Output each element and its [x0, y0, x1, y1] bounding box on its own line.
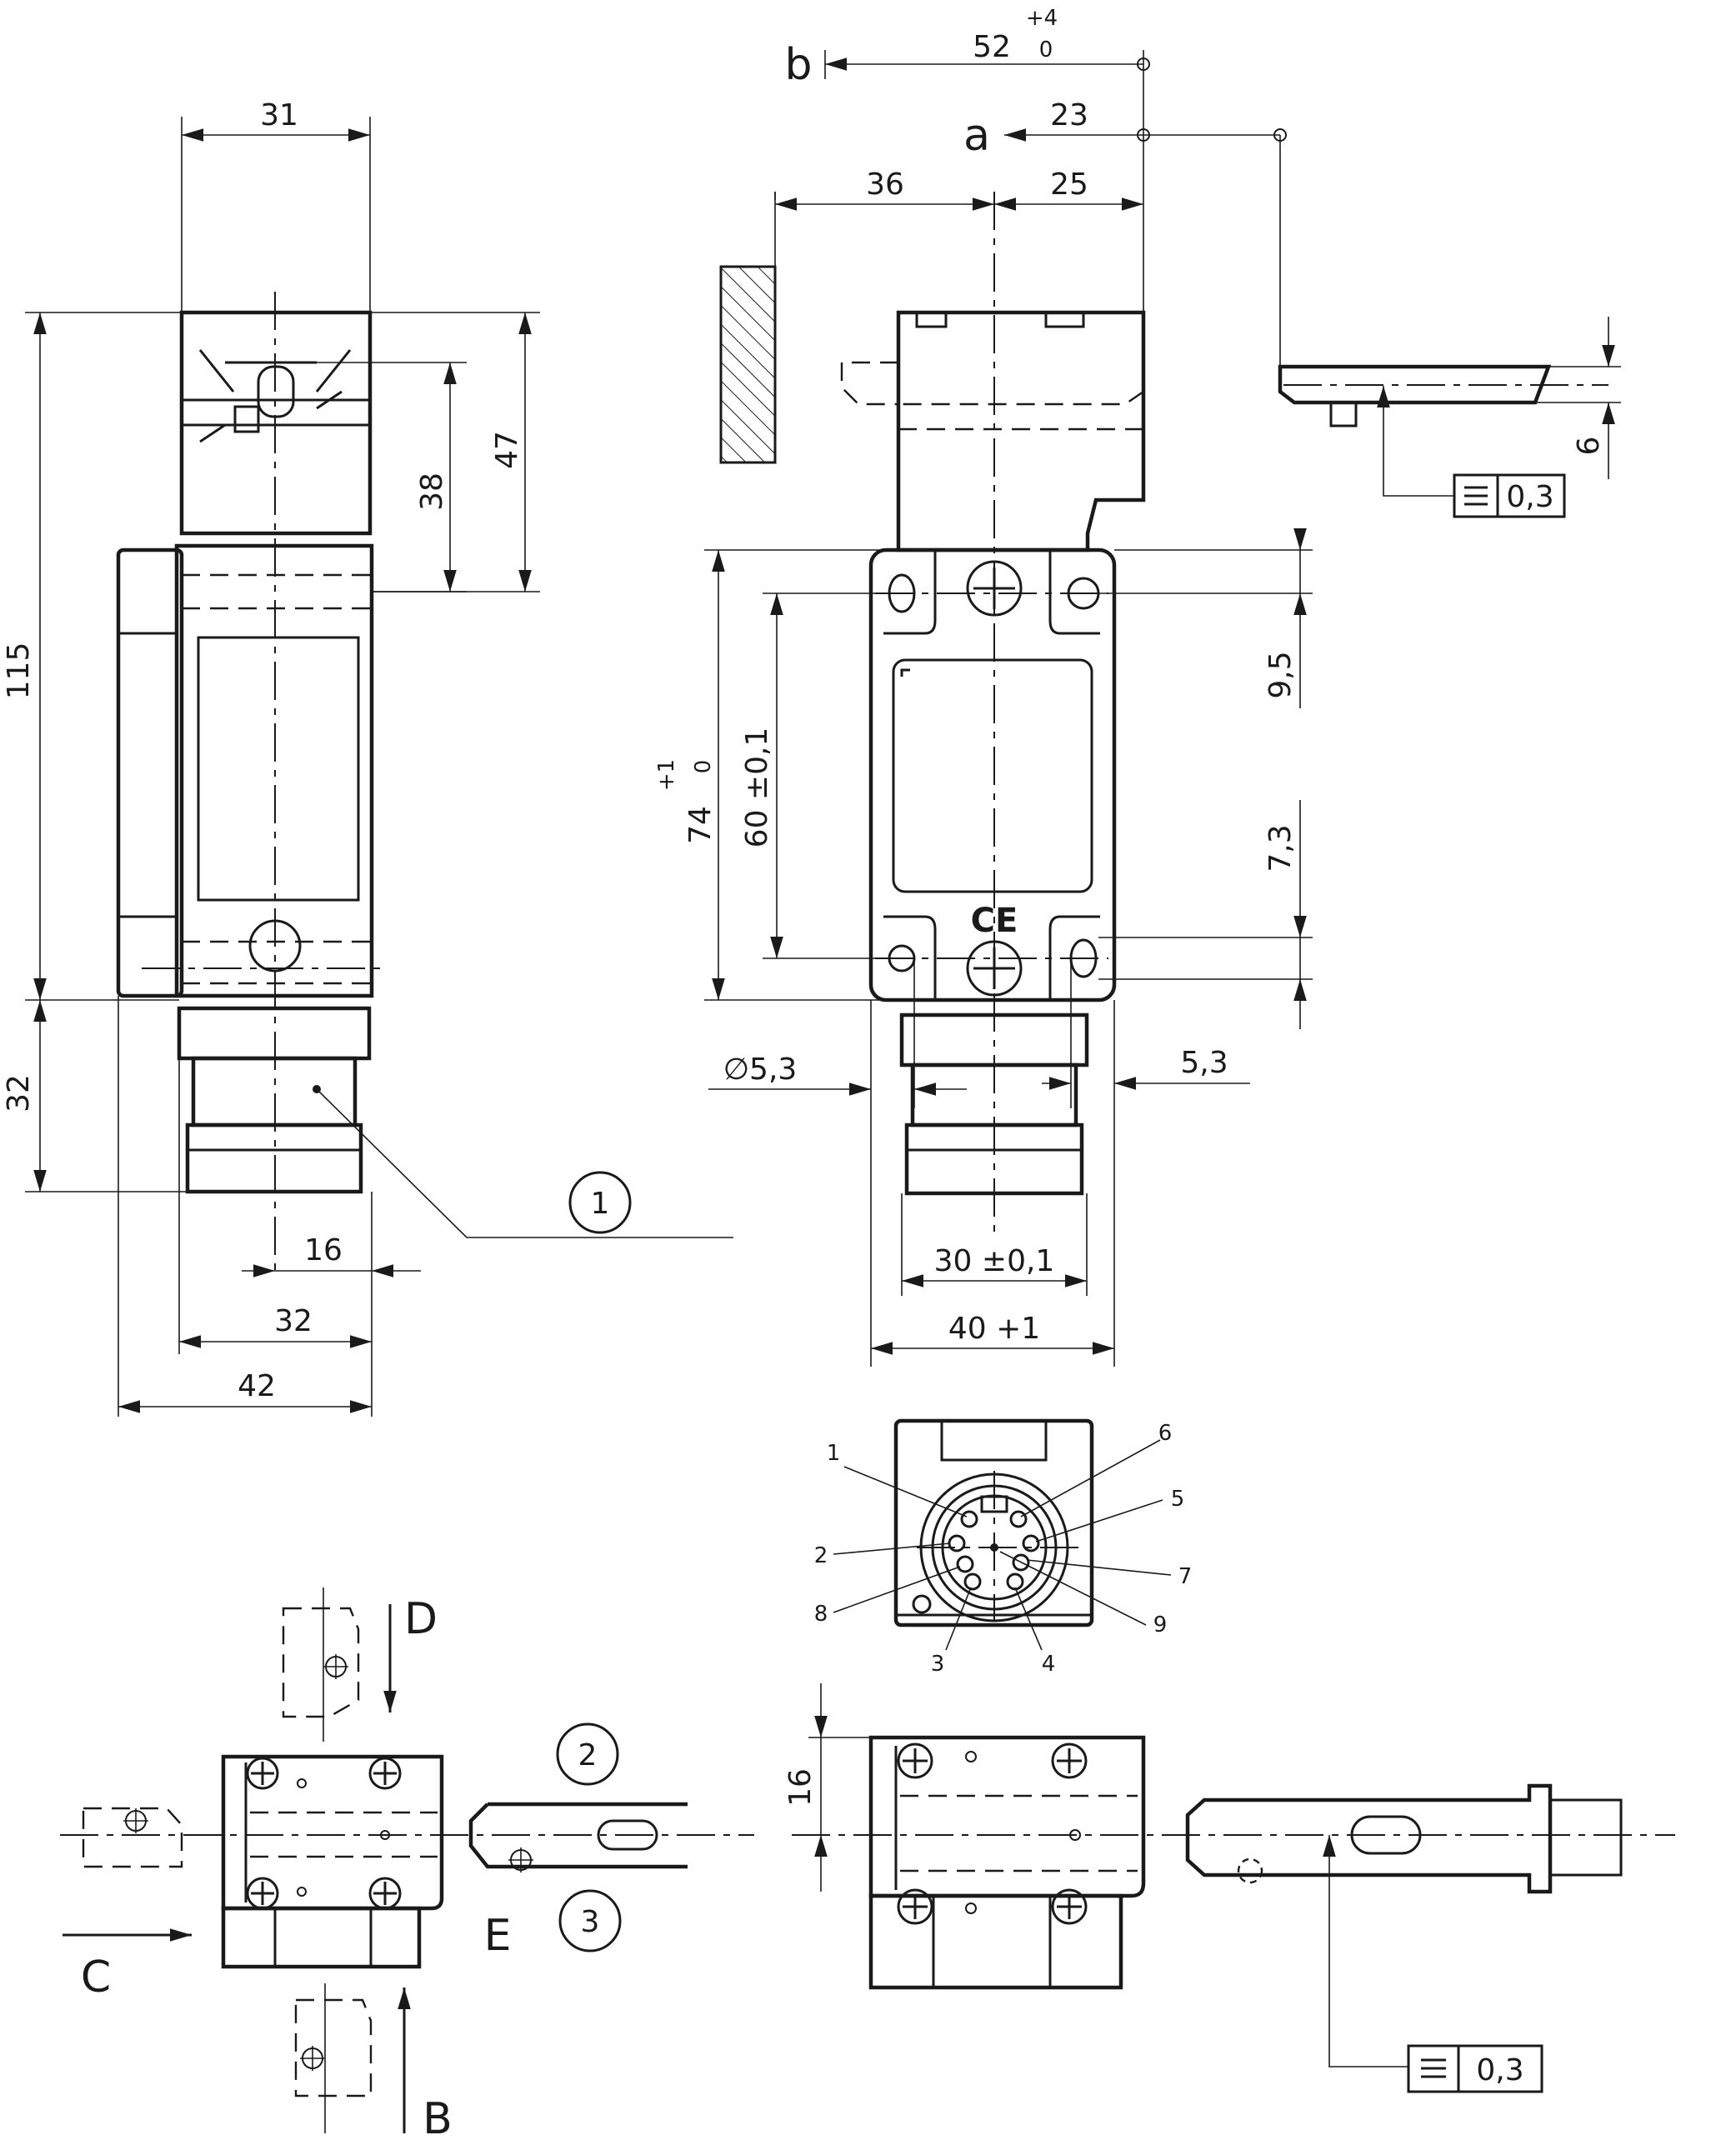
- pin-3: [963, 1572, 982, 1591]
- flatness-value-top: 0,3: [1506, 480, 1553, 514]
- callout-1-label: 1: [591, 1187, 610, 1221]
- flatness-frame-top: [1453, 473, 1566, 518]
- label-window: [197, 636, 360, 902]
- callout-1: [568, 1171, 632, 1234]
- actuator-e: [468, 1802, 688, 1869]
- pin-label-5: 5: [1171, 1487, 1185, 1512]
- pin-label-8: 8: [814, 1602, 828, 1627]
- pin-1: [960, 1510, 978, 1528]
- dim-52-tol-lower: 0: [1039, 38, 1053, 62]
- callout-3: [558, 1889, 622, 1952]
- dim-32-vertical: 32: [2, 1074, 36, 1112]
- dim-42: 42: [238, 1369, 276, 1403]
- front-switch-body: [868, 548, 1117, 1002]
- dim-dia-5-3: ∅5,3: [723, 1052, 798, 1087]
- pin-label-4: 4: [1042, 1652, 1056, 1677]
- actuator-tongue: [1185, 1783, 1553, 1894]
- front-view: CE 52 +4 0 b 23 a 36 25: [654, 6, 1313, 1367]
- pin-4: [1006, 1572, 1024, 1591]
- connector-pinout-view: 1 2 3 4 5 6 7 8 9: [814, 1418, 1193, 1677]
- pin-5: [1022, 1534, 1040, 1552]
- pin-7: [1012, 1553, 1030, 1572]
- pin-9: [990, 1543, 998, 1552]
- dim-16-horizontal: 16: [304, 1233, 343, 1268]
- dim-47: 47: [490, 431, 524, 469]
- top-view-base: [221, 1906, 422, 1969]
- actuator-pin: [1329, 401, 1358, 428]
- callout-3-label: 3: [581, 1905, 600, 1939]
- label-a: a: [963, 111, 990, 161]
- pin-label-3: 3: [931, 1652, 945, 1677]
- approach-directions-view: D B C E 2 3: [60, 1588, 754, 2140]
- front-label-window: [892, 658, 1093, 893]
- callout-2: [556, 1722, 619, 1786]
- top-view-switch-head: [868, 1735, 1146, 1898]
- flatness-frame-bottom: [1407, 2044, 1543, 2093]
- dim-7-3: 7,3: [1263, 824, 1298, 872]
- side-cover: [116, 548, 184, 998]
- pin-label-2: 2: [814, 1543, 828, 1568]
- dim-5-3: 5,3: [1180, 1046, 1228, 1080]
- dim-60: 60 ±0,1: [740, 728, 774, 848]
- label-b: b: [784, 40, 812, 90]
- side-view: 31 115 38 47 32 16 32 42: [2, 98, 733, 1417]
- dim-23: 23: [1050, 98, 1088, 132]
- front-actuator-head: [896, 310, 1146, 552]
- dim-52: 52: [973, 30, 1011, 64]
- dim-16-vertical: 16: [783, 1768, 818, 1807]
- dim-25: 25: [1050, 168, 1088, 202]
- dim-6: 6: [1572, 437, 1606, 456]
- hatched-wall: [719, 265, 777, 464]
- screw-icon: [246, 1757, 402, 1910]
- actuator-side-view: 6 0,3: [1278, 135, 1621, 518]
- callout-2-label: 2: [578, 1738, 598, 1772]
- dim-40: 40 +1: [948, 1312, 1040, 1346]
- pin-8: [956, 1555, 974, 1573]
- dim-9-5: 9,5: [1263, 651, 1298, 698]
- dim-74: 74: [683, 806, 718, 844]
- dim-31: 31: [260, 98, 298, 132]
- screw-icon: [897, 1742, 1088, 1925]
- pin-label-9: 9: [1153, 1612, 1168, 1638]
- top-view-with-actuator: 16 0,3: [783, 1683, 1675, 2093]
- dim-74-tol-lower: 0: [691, 760, 716, 774]
- pin-label-7: 7: [1178, 1564, 1193, 1589]
- dim-115: 115: [2, 642, 36, 700]
- actuator-plate: [1278, 364, 1552, 405]
- pin-label-1: 1: [827, 1441, 841, 1466]
- pin-6: [1009, 1510, 1028, 1528]
- pin-2: [948, 1534, 966, 1552]
- top-view-head: [221, 1754, 444, 1911]
- dim-36: 36: [866, 168, 904, 202]
- direction-c: C: [81, 1952, 111, 2002]
- dim-52-tol-upper: +4: [1026, 6, 1058, 31]
- direction-e: E: [484, 1911, 512, 1961]
- flatness-icon: [1464, 486, 1488, 506]
- direction-d: D: [404, 1594, 438, 1644]
- dim-74-tol-upper: +1: [654, 759, 679, 791]
- dim-38: 38: [415, 472, 449, 511]
- dim-30: 30 ±0,1: [934, 1244, 1055, 1278]
- direction-b: B: [423, 2094, 453, 2140]
- top-view-switch-base: [868, 1893, 1123, 1990]
- flatness-icon: [1421, 2058, 1446, 2078]
- flatness-value-bottom: 0,3: [1476, 2053, 1523, 2088]
- dim-32-horizontal: 32: [274, 1304, 313, 1338]
- pin-label-6: 6: [1158, 1421, 1173, 1446]
